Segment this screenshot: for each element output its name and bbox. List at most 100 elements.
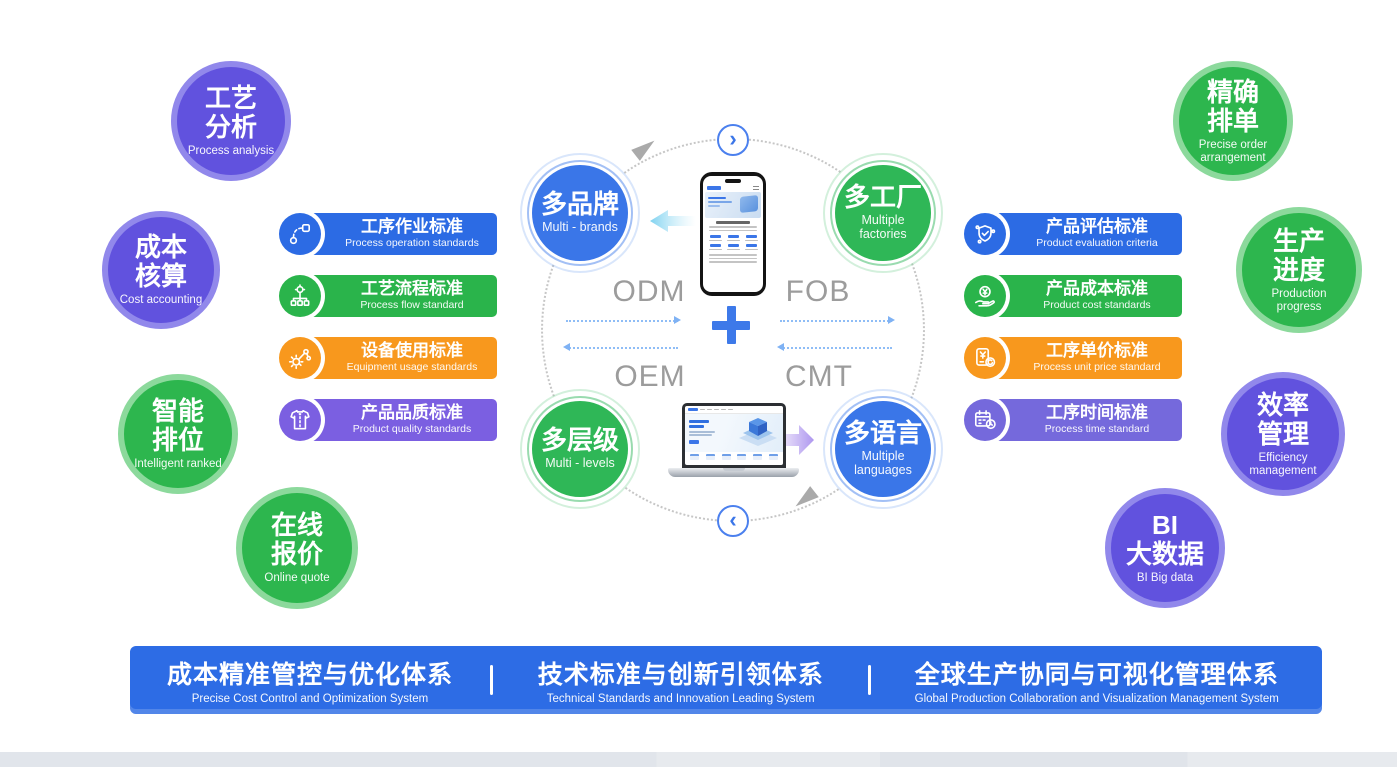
banner-process-unit-price-standard: 工序单价标准 Process unit price standard bbox=[964, 337, 1182, 379]
hub-title-en: Multi - levels bbox=[545, 456, 615, 471]
circle-title-zh: BI 大数据 bbox=[1125, 509, 1204, 570]
carousel-next-button[interactable]: › bbox=[717, 124, 749, 156]
circle-online-quote: 在线 报价 Online quote bbox=[236, 487, 358, 609]
circle-title-zh: 精确 排单 bbox=[1206, 76, 1259, 136]
label-oem: OEM bbox=[614, 360, 686, 393]
circle-title-zh: 成本 核算 bbox=[134, 231, 187, 292]
hub-multiple-languages: 多语言 Multiple languages bbox=[835, 401, 931, 497]
circle-efficiency-management: 效率 管理 Efficiency management bbox=[1221, 372, 1345, 496]
banner-title-en: Process flow standard bbox=[360, 299, 464, 312]
hub-title-zh: 多工厂 bbox=[843, 182, 922, 213]
hamburger-icon bbox=[753, 186, 759, 190]
hub-title-en: Multiple languages bbox=[854, 449, 912, 477]
shield-icon bbox=[964, 213, 1006, 255]
circle-title-zh: 效率 管理 bbox=[1256, 389, 1309, 449]
banner-process-flow-standard: 工艺流程标准 Process flow standard bbox=[279, 275, 497, 317]
circle-title-en: Cost accounting bbox=[119, 294, 203, 307]
banner-title-zh: 工序单价标准 bbox=[1046, 341, 1148, 361]
banner-process-time-standard: 工序时间标准 Process time standard bbox=[964, 399, 1182, 441]
desktop-edge-strip bbox=[0, 752, 1397, 767]
label-fob: FOB bbox=[785, 275, 851, 308]
site-logo bbox=[688, 408, 698, 411]
circle-cost-accounting: 成本 核算 Cost accounting bbox=[102, 211, 220, 329]
calendar-clock-icon bbox=[964, 399, 1006, 441]
phone-stats-grid bbox=[707, 235, 759, 250]
system-item-technical-standards: 技术标准与创新引领体系 Technical Standards and Inno… bbox=[493, 655, 868, 705]
banner-title-en: Product evaluation criteria bbox=[1036, 237, 1158, 250]
system-title-en: Global Production Collaboration and Visu… bbox=[914, 693, 1279, 705]
hub-multi-levels: 多层级 Multi - levels bbox=[532, 401, 628, 497]
banner-title-zh: 产品评估标准 bbox=[1046, 217, 1148, 237]
system-title-en: Technical Standards and Innovation Leadi… bbox=[546, 693, 815, 705]
carousel-prev-button[interactable]: ‹ bbox=[717, 505, 749, 537]
circle-bi-big-data: BI 大数据 BI Big data bbox=[1105, 488, 1225, 608]
laptop-base bbox=[668, 468, 799, 477]
circle-process-analysis: 工艺 分析 Process analysis bbox=[171, 61, 291, 181]
banner-title-zh: 工序作业标准 bbox=[361, 217, 463, 237]
isometric-cube-illustration bbox=[739, 418, 777, 446]
hub-multiple-factories: 多工厂 Multiple factories bbox=[835, 165, 931, 261]
hub-title-zh: 多层级 bbox=[540, 425, 619, 456]
banner-equipment-usage-standards: 设备使用标准 Equipment usage standards bbox=[279, 337, 497, 379]
banner-title-zh: 工序时间标准 bbox=[1046, 403, 1148, 423]
circle-intelligent-ranked: 智能 排位 Intelligent ranked bbox=[118, 374, 238, 494]
system-title-zh: 全球生产协同与可视化管理体系 bbox=[914, 661, 1279, 689]
banner-title-en: Process operation standards bbox=[345, 237, 479, 250]
circle-title-en: Production progress bbox=[1271, 287, 1327, 313]
hub-multi-brands: 多品牌 Multi - brands bbox=[532, 165, 628, 261]
banner-divider bbox=[868, 665, 872, 695]
banner-title-en: Process time standard bbox=[1044, 423, 1150, 436]
circle-title-en: Process analysis bbox=[187, 145, 275, 158]
phone-hero-image bbox=[705, 192, 761, 218]
phone-screen bbox=[703, 176, 763, 292]
bottom-system-banner: 成本精准管控与优化体系 Precise Cost Control and Opt… bbox=[130, 646, 1322, 714]
hub-title-en: Multi - brands bbox=[542, 220, 618, 235]
banner-product-evaluation-criteria: 产品评估标准 Product evaluation criteria bbox=[964, 213, 1182, 255]
circle-title-en: Intelligent ranked bbox=[134, 458, 222, 471]
banner-title-zh: 设备使用标准 bbox=[361, 341, 463, 361]
circle-title-zh: 生产 进度 bbox=[1272, 225, 1325, 285]
circle-precise-order: 精确 排单 Precise order arrangement bbox=[1173, 61, 1293, 181]
circle-production-progress: 生产 进度 Production progress bbox=[1236, 207, 1362, 333]
dashed-arrow-left-icon bbox=[777, 343, 892, 351]
label-cmt: CMT bbox=[785, 360, 853, 393]
laptop-hero-image bbox=[685, 414, 783, 452]
phone-mockup bbox=[700, 172, 766, 296]
hub-title-en: Multiple factories bbox=[859, 213, 907, 241]
laptop-screen bbox=[685, 406, 783, 465]
gear-link-icon bbox=[279, 337, 321, 379]
label-odm: ODM bbox=[612, 275, 686, 308]
site-logo bbox=[707, 186, 721, 190]
circle-title-en: Online quote bbox=[264, 572, 330, 585]
coin-hand-icon bbox=[964, 275, 1006, 317]
system-item-global-collaboration: 全球生产协同与可视化管理体系 Global Production Collabo… bbox=[871, 655, 1322, 705]
dashed-arrow-right-icon bbox=[780, 316, 895, 324]
circle-title-zh: 智能 排位 bbox=[151, 395, 204, 456]
banner-divider bbox=[489, 665, 493, 695]
banner-product-cost-standards: 产品成本标准 Product cost standards bbox=[964, 275, 1182, 317]
flow-tree-icon bbox=[279, 275, 321, 317]
laptop-feature-row bbox=[685, 454, 783, 460]
banner-title-en: Product cost standards bbox=[1043, 299, 1151, 312]
circle-title-zh: 在线 报价 bbox=[270, 509, 323, 570]
calculator-icon bbox=[964, 337, 1006, 379]
hub-title-zh: 多语言 bbox=[843, 418, 922, 449]
banner-title-en: Process unit price standard bbox=[1033, 361, 1161, 374]
phone-heading-placeholder bbox=[716, 221, 750, 224]
phone-notch bbox=[725, 179, 741, 183]
plus-icon bbox=[712, 306, 750, 344]
banner-title-en: Product quality standards bbox=[352, 423, 472, 436]
system-title-en: Precise Cost Control and Optimization Sy… bbox=[191, 693, 429, 705]
system-title-zh: 成本精准管控与优化体系 bbox=[166, 661, 453, 689]
hub-title-zh: 多品牌 bbox=[540, 189, 619, 220]
circle-title-en: BI Big data bbox=[1136, 572, 1194, 585]
banner-product-quality-standards: 产品品质标准 Product quality standards bbox=[279, 399, 497, 441]
banner-title-en: Equipment usage standards bbox=[346, 361, 478, 374]
system-title-zh: 技术标准与创新引领体系 bbox=[537, 661, 824, 689]
circle-title-en: Precise order arrangement bbox=[1198, 138, 1268, 164]
banner-title-zh: 产品成本标准 bbox=[1046, 279, 1148, 299]
cyan-left-arrow-icon bbox=[650, 210, 696, 232]
dashed-arrow-right-icon bbox=[566, 316, 681, 324]
banner-title-zh: 产品品质标准 bbox=[361, 403, 463, 423]
